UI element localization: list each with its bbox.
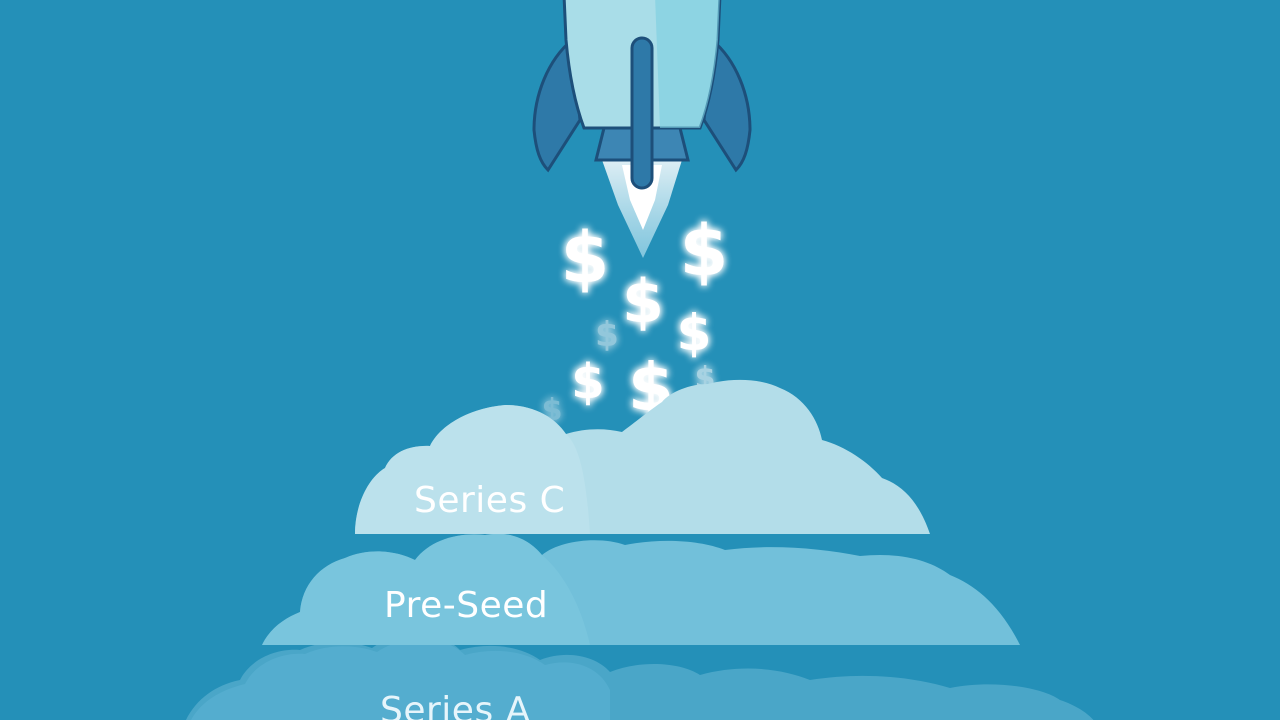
dollar-sign: $ <box>677 304 712 362</box>
cloud-series-c: Series C <box>355 379 930 534</box>
tier-label-pre-seed: Pre-Seed <box>384 585 548 626</box>
tier-label-series-a: Series A <box>380 690 531 720</box>
dollar-sign: $ <box>571 354 604 410</box>
dollar-sign: $ <box>680 210 729 292</box>
rocket-center-rib <box>630 36 654 190</box>
tier-label-series-c: Series C <box>414 480 565 521</box>
dollar-sign: $ <box>622 267 664 337</box>
dollar-sign: $ <box>595 315 619 355</box>
dollar-sign: $ <box>561 217 610 299</box>
cloud-series-a: Series A <box>186 633 1094 720</box>
cloud-pre-seed: Pre-Seed <box>262 533 1020 645</box>
rocket <box>532 0 752 258</box>
